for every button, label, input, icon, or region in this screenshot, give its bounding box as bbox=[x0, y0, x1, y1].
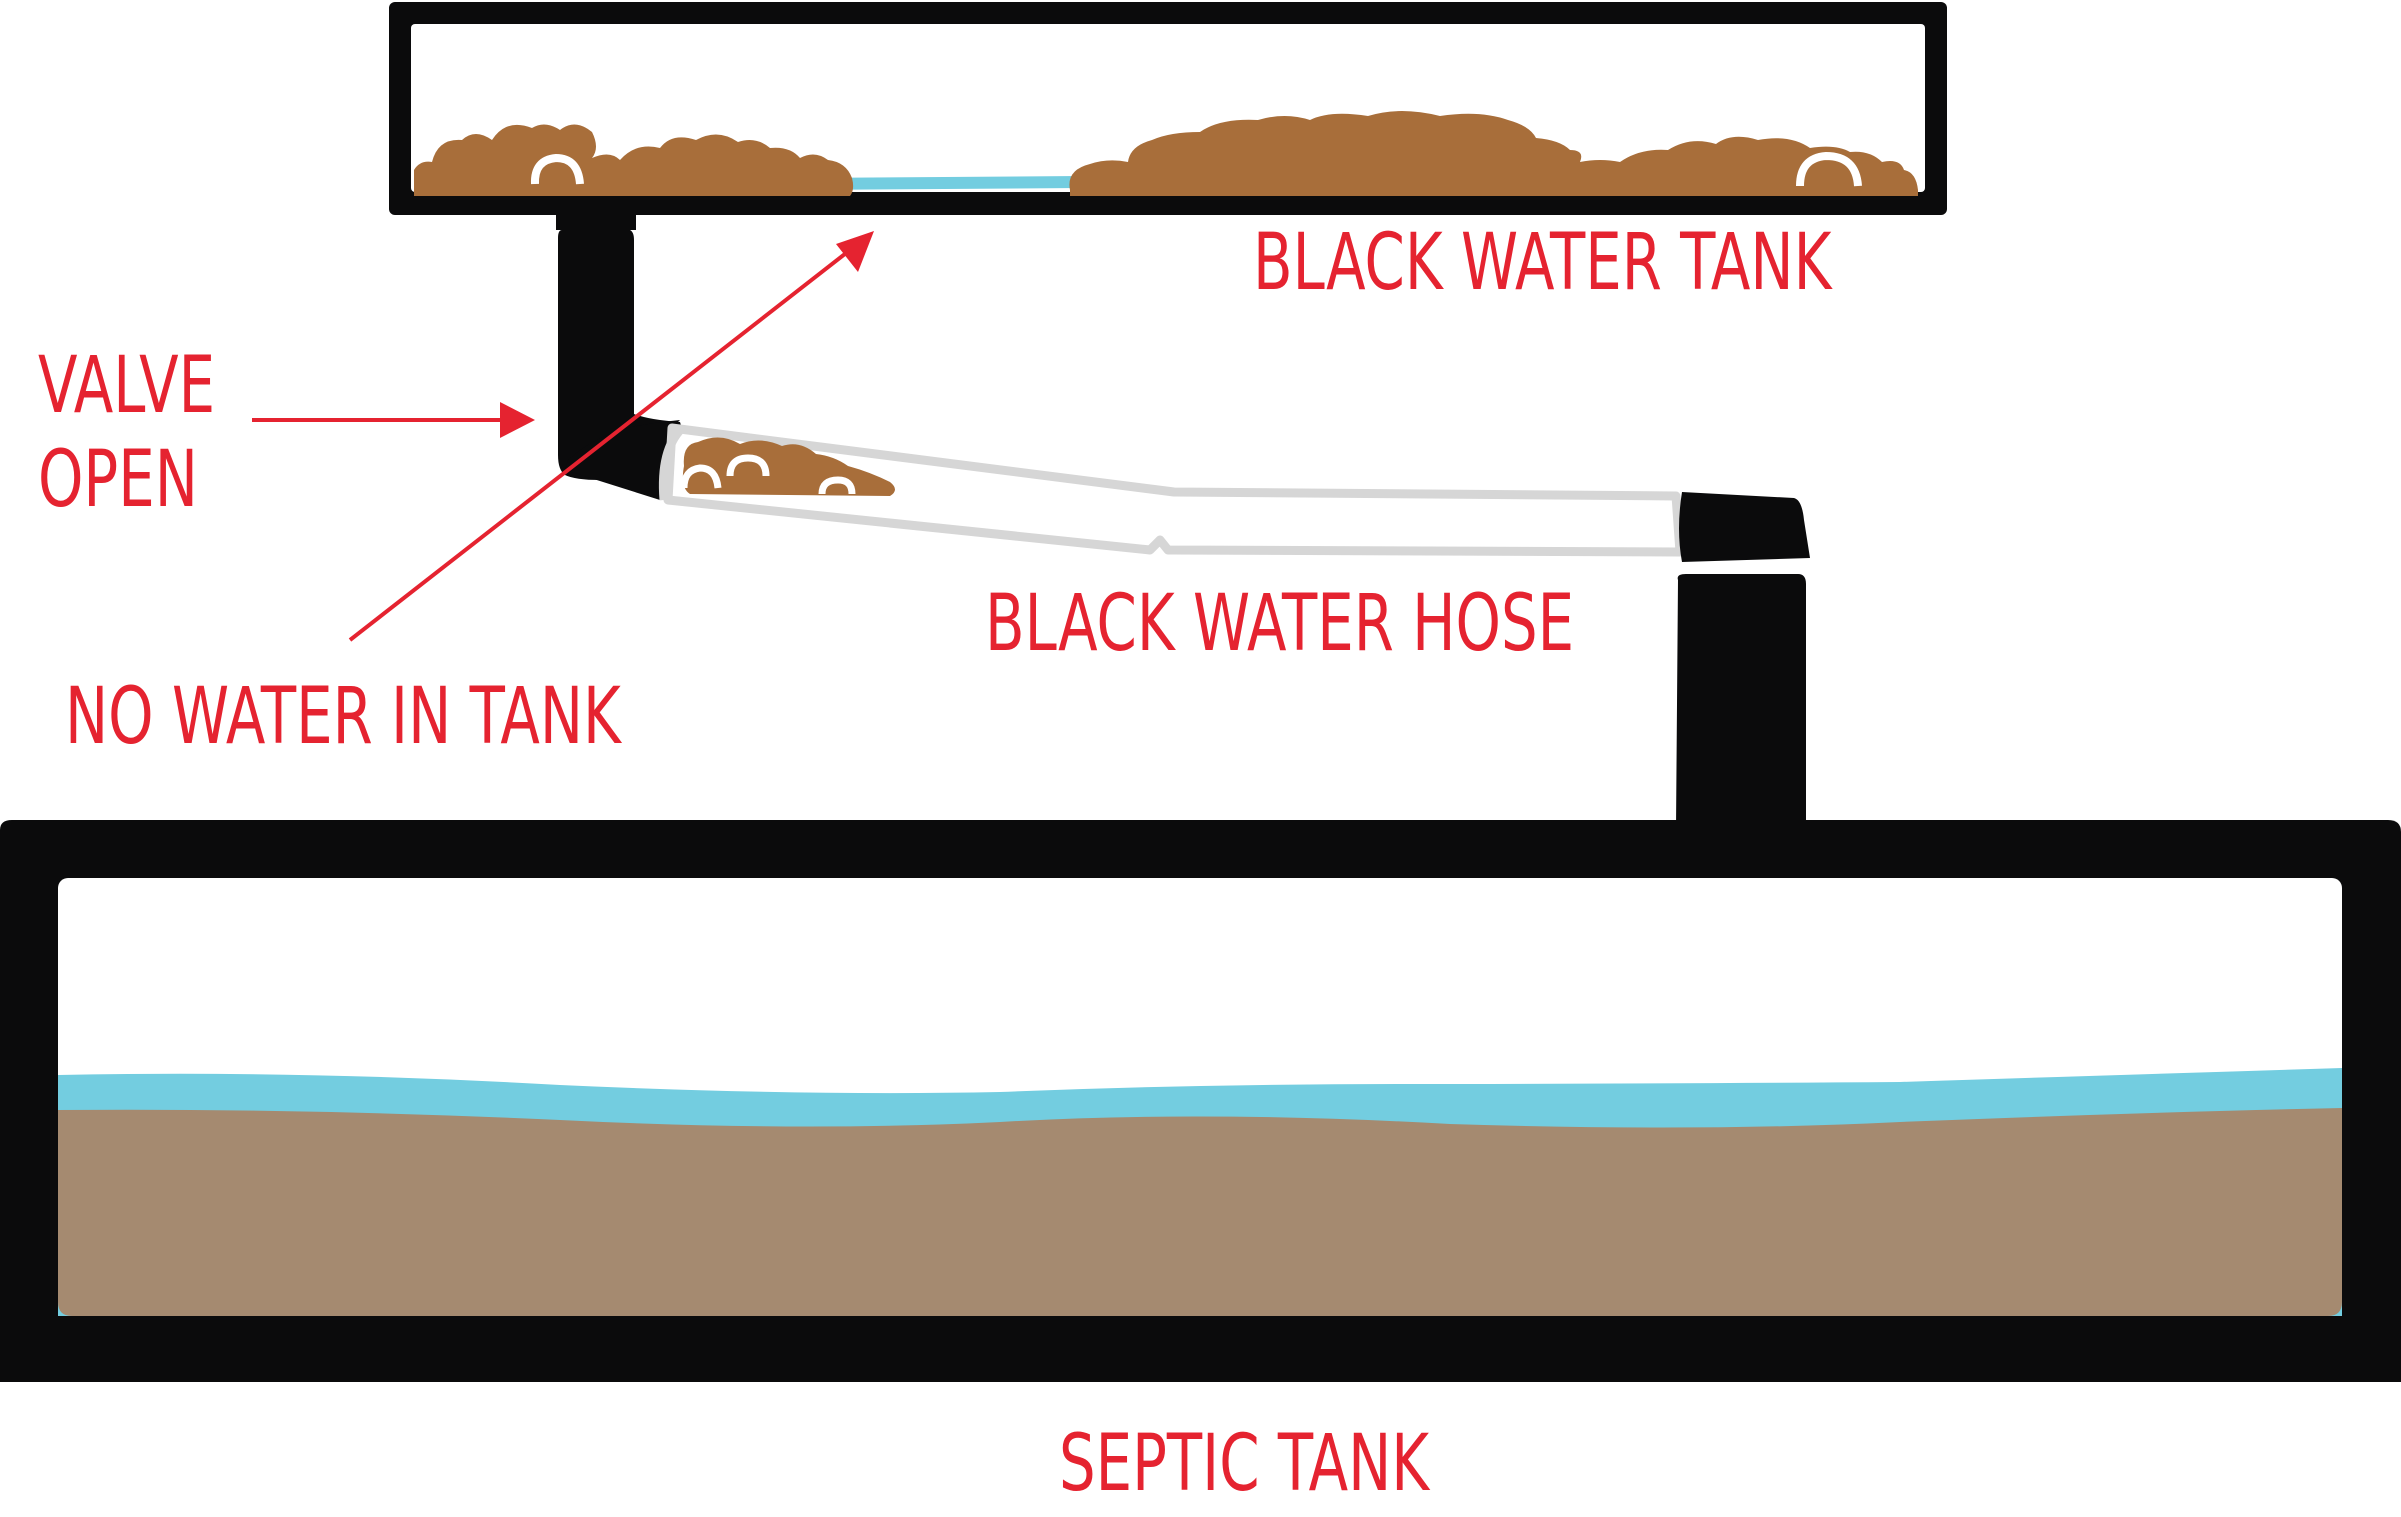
valve-open-label: VALVE OPEN bbox=[38, 340, 215, 527]
black-water-tank-label: BLACK WATER TANK bbox=[1253, 218, 1832, 308]
no-water-arrow bbox=[348, 231, 874, 642]
hose-front-ring bbox=[658, 424, 686, 501]
black-water-hose-label: BLACK WATER HOSE bbox=[985, 579, 1575, 669]
tank-bubble-left bbox=[530, 153, 584, 185]
septic-sludge bbox=[58, 1108, 2342, 1316]
tank-waste-left bbox=[414, 124, 854, 196]
valve-arrow bbox=[252, 402, 535, 438]
tank-bubble-right bbox=[1796, 151, 1862, 187]
no-water-in-tank-label: NO WATER IN TANK bbox=[65, 672, 621, 762]
septic-tank-label: SEPTIC TANK bbox=[1059, 1419, 1430, 1509]
septic-tank bbox=[0, 820, 2401, 1382]
valve-elbow bbox=[565, 420, 680, 500]
hose-body bbox=[663, 423, 1685, 557]
valve-open-line2: OPEN bbox=[38, 434, 198, 525]
black-water-hose bbox=[658, 423, 1685, 557]
tank-water-line bbox=[800, 176, 1080, 190]
septic-inlet-pipe bbox=[1676, 492, 1810, 828]
black-water-tank bbox=[389, 2, 1947, 215]
valve-open-line1: VALVE bbox=[38, 341, 216, 431]
tank-waste-right bbox=[1069, 111, 1918, 196]
tank-outlet-pipe bbox=[556, 214, 688, 500]
